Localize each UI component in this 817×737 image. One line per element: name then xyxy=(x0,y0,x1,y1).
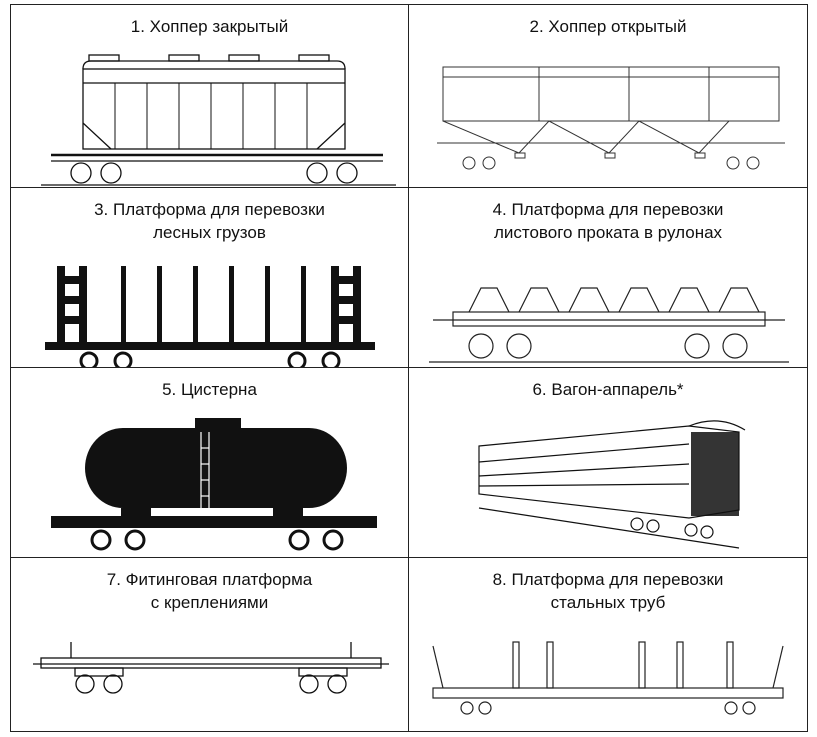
cell-tank-car: 5. Цистерна xyxy=(11,368,409,558)
caption-open-hopper: 2. Хоппер открытый xyxy=(529,17,687,36)
cell-car-carrier: 6. Вагон-аппарель* xyxy=(409,368,807,558)
timber-platform-drawing xyxy=(45,266,375,367)
fitting-platform-drawing xyxy=(33,642,389,694)
cell-fitting-platform: 7. Фитинговая платформа с креплениями xyxy=(11,558,409,731)
open-hopper-drawing xyxy=(437,66,785,170)
pipe-platform-drawing xyxy=(432,641,784,715)
tank-car-drawing xyxy=(51,418,377,551)
cell-open-hopper: 2. Хоппер открытый xyxy=(409,5,807,188)
caption-tank-car: 5. Цистерна xyxy=(162,380,257,399)
caption-coil-platform: 4. Платформа для перевозки листового про… xyxy=(492,200,724,242)
cell-timber-platform: 3. Платформа для перевозки лесных грузов xyxy=(11,188,409,368)
car-carrier-drawing xyxy=(478,420,746,549)
closed-hopper-drawing xyxy=(41,54,396,186)
caption-fitting-platform: 7. Фитинговая платформа с креплениями xyxy=(106,570,313,612)
caption-pipe-platform: 8. Платформа для перевозки стальных труб xyxy=(492,570,724,612)
cell-pipe-platform: 8. Платформа для перевозки стальных труб xyxy=(409,558,807,731)
wagon-types-table: 1. Хоппер закрытый xyxy=(10,4,808,732)
caption-car-carrier: 6. Вагон-аппарель* xyxy=(532,380,684,399)
coil-platform-drawing xyxy=(429,287,789,363)
caption-timber-platform: 3. Платформа для перевозки лесных грузов xyxy=(94,200,325,242)
cell-closed-hopper: 1. Хоппер закрытый xyxy=(11,5,409,188)
caption-closed-hopper: 1. Хоппер закрытый xyxy=(130,17,289,36)
cell-coil-platform: 4. Платформа для перевозки листового про… xyxy=(409,188,807,368)
